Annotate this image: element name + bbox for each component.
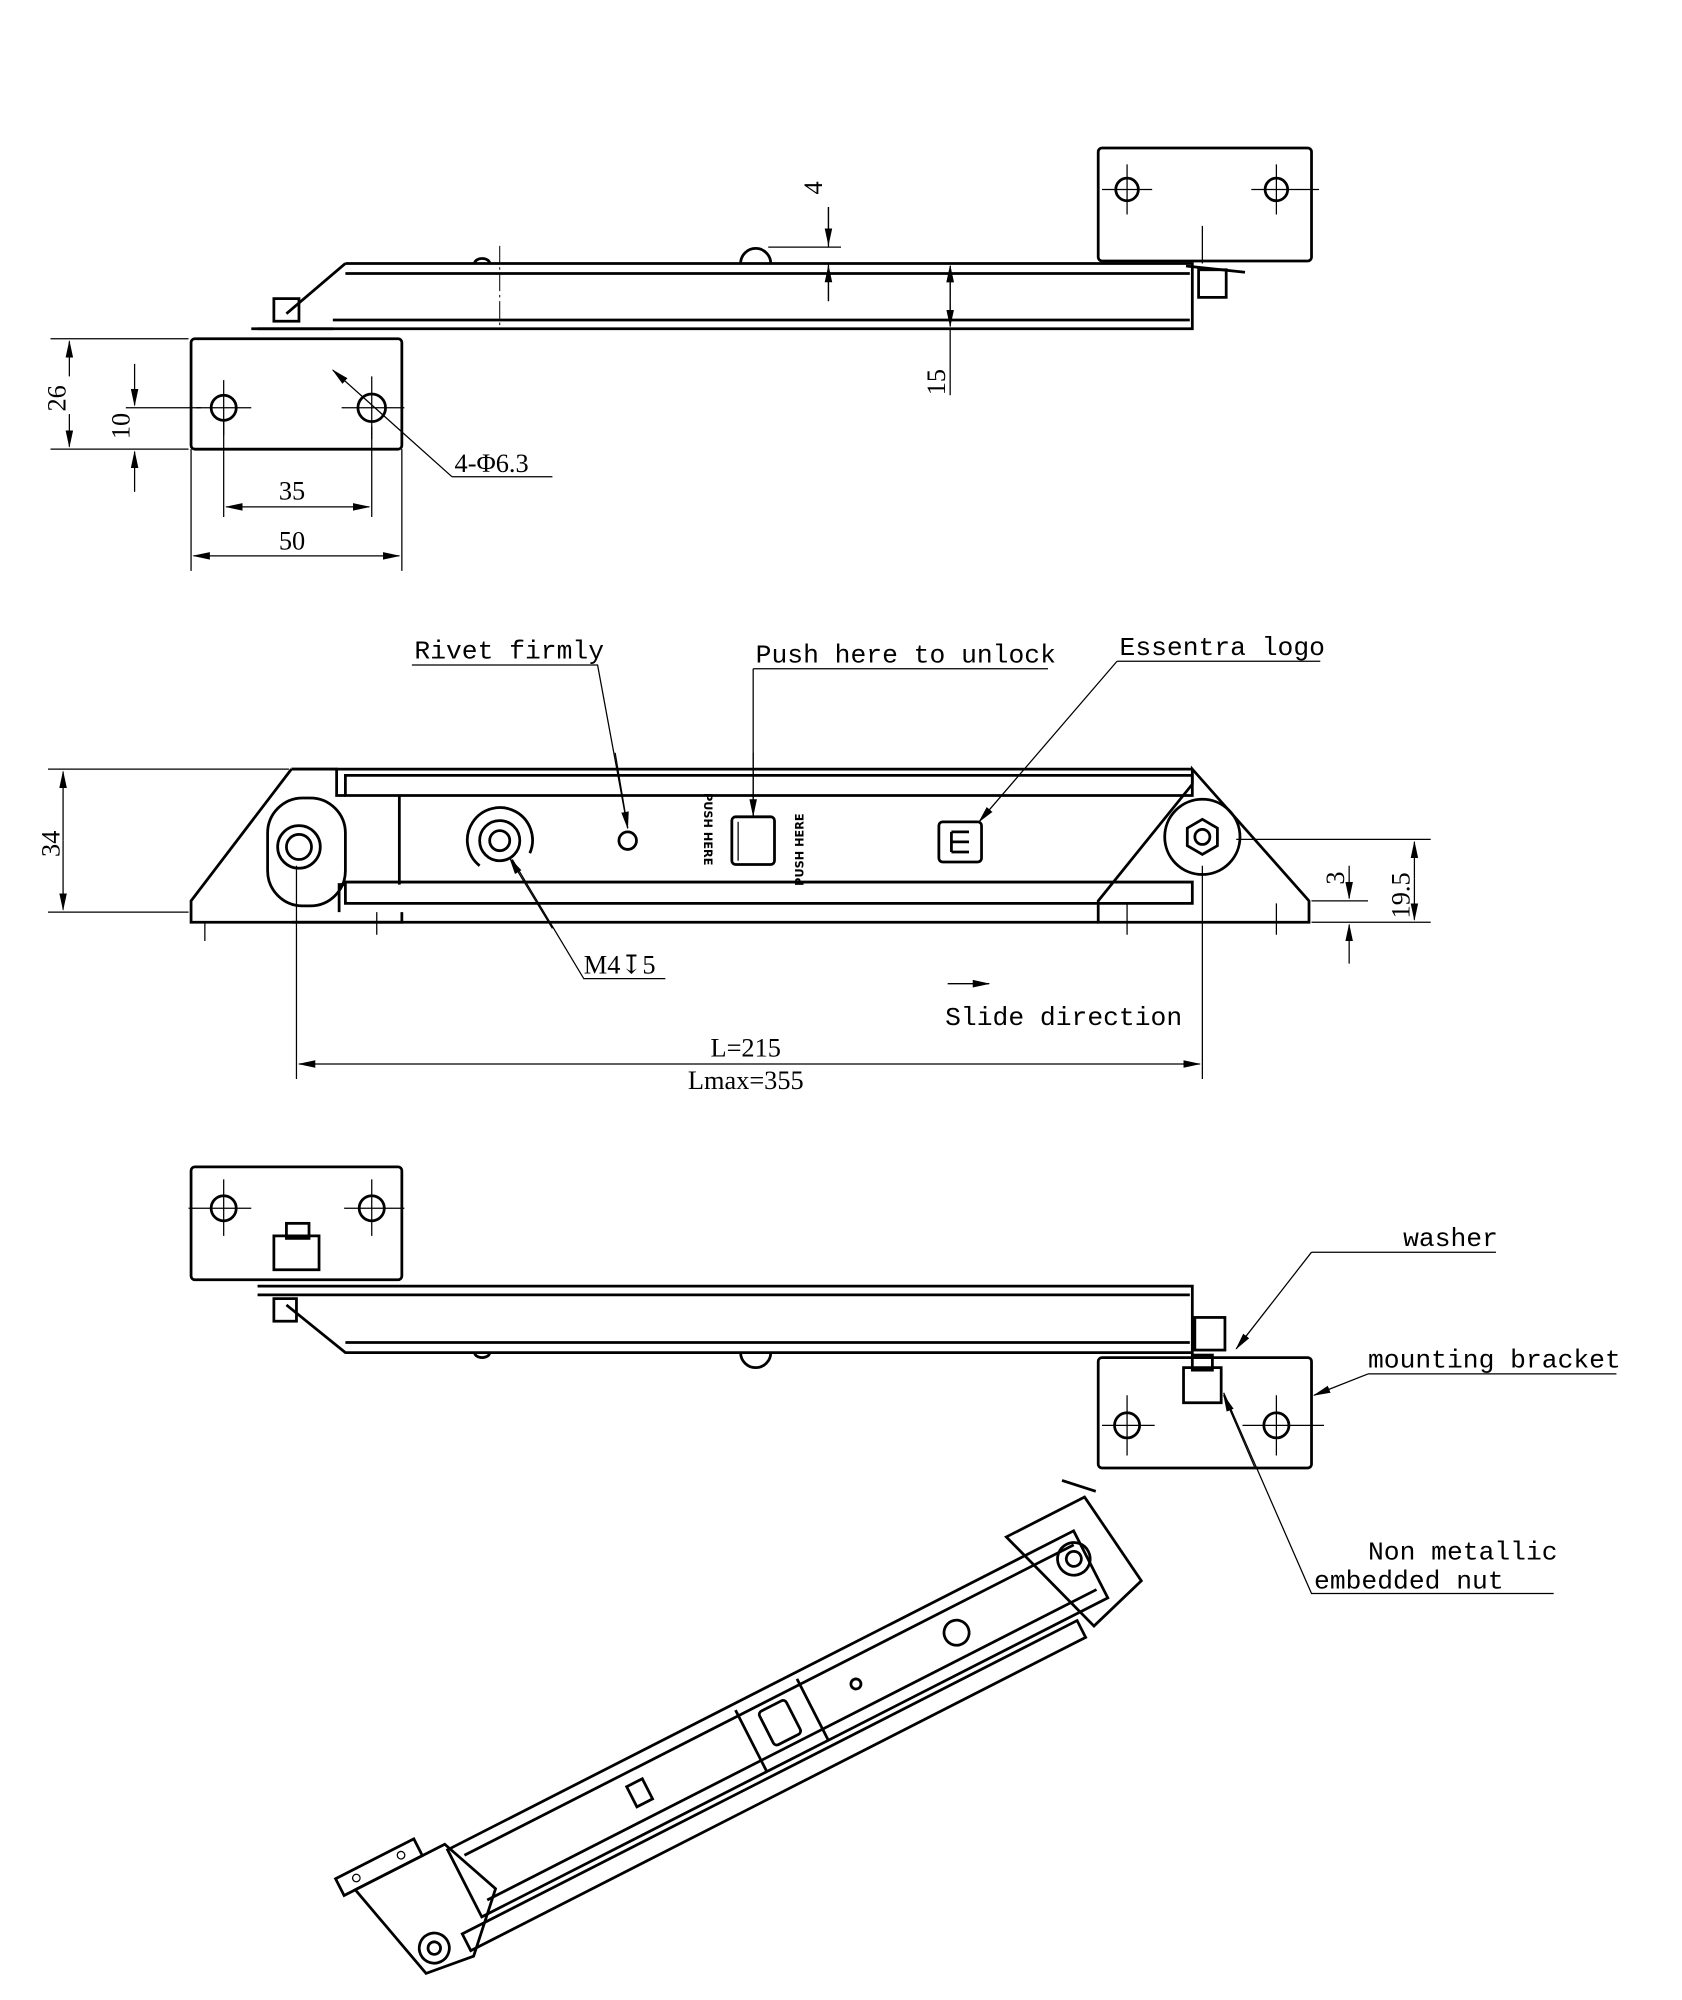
dim-3: 3 [1321,871,1350,884]
callout-nut-line1: Non metallic [1368,1538,1558,1568]
middle-view: PUSH HERE PUSH HERE Rivet firmly Push he… [36,633,1431,1095]
callout-washer: washer [1403,1224,1498,1254]
slide-direction-label: Slide direction [945,1003,1182,1033]
callout-thread: M4↧5 [584,951,656,980]
callout-bracket: mounting bracket [1368,1346,1621,1376]
rivet [617,830,638,851]
callout-push: Push here to unlock [756,640,1056,670]
slider-rails [291,767,1194,924]
top-view: 4 15 26 10 35 50 4-Φ6.3 [43,146,1320,571]
mounting-bracket-left [189,1165,404,1282]
dim-50: 50 [279,527,305,556]
slider-arm [251,262,1194,331]
dim-19-5: 19.5 [1386,872,1415,918]
mounting-bracket-right [1096,1356,1313,1470]
dim-10: 10 [107,413,136,439]
essentra-logo-icon [937,820,983,864]
right-end-cap [1096,765,1311,924]
dim-15: 15 [922,369,951,395]
dim-length: L=215 [711,1033,781,1062]
dim-length-max: Lmax=355 [688,1066,804,1095]
dim-4: 4 [799,181,828,194]
isometric-view [333,1479,1144,1976]
dim-35: 35 [279,476,305,505]
push-button [730,815,776,866]
callout-rivet: Rivet firmly [414,637,604,667]
mounting-bracket-right [1096,146,1313,263]
callout-logo: Essentra logo [1120,633,1325,663]
dim-26: 26 [43,385,72,411]
callout-nut-line2: embedded nut [1314,1566,1504,1596]
bottom-view: washer mounting bracket Non metallic emb… [188,1165,1621,1596]
push-label-right: PUSH HERE [793,813,806,885]
slider-arm [257,1284,1194,1354]
dim-34: 34 [36,831,65,857]
push-label-left: PUSH HERE [701,793,714,865]
mounting-bracket-left [189,337,404,451]
hole-callout: 4-Φ6.3 [455,449,529,478]
